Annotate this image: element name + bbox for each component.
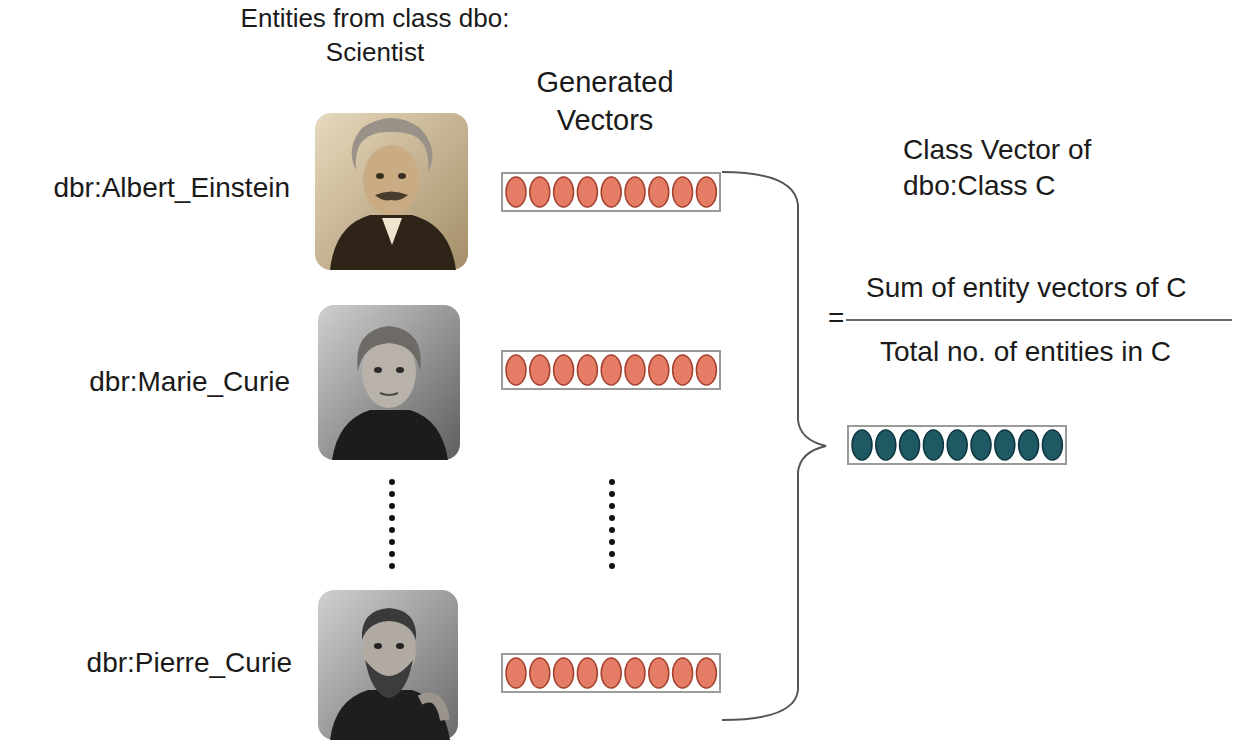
vector-cell: [625, 355, 645, 385]
ellipsis-dots: [389, 479, 615, 569]
entity-label: dbr:Marie_Curie: [89, 364, 290, 400]
vector-bars: [502, 173, 1066, 692]
portrait-marie-curie: [318, 305, 460, 460]
vector-cell: [577, 658, 597, 688]
vector-cell: [995, 430, 1015, 460]
portrait-pierre-curie: [318, 590, 458, 740]
vector-cell: [577, 177, 597, 207]
vector-cell: [673, 355, 693, 385]
vector-cell: [530, 658, 550, 688]
vector-cell: [1042, 430, 1062, 460]
vector-cell: [852, 430, 872, 460]
vector-cell: [625, 177, 645, 207]
vector-bar: [502, 351, 720, 389]
vector-bar: [848, 426, 1066, 464]
vector-cell: [601, 658, 621, 688]
portrait-einstein: [315, 113, 468, 270]
vector-cell: [554, 658, 574, 688]
vector-cell: [1019, 430, 1039, 460]
vector-cell: [696, 177, 716, 207]
vector-cell: [947, 430, 967, 460]
vector-bar: [502, 654, 720, 692]
class-vector-label: Class Vector of dbo:Class C: [903, 132, 1173, 205]
fraction-denominator: Total no. of entities in C: [880, 334, 1171, 370]
vector-cell: [625, 658, 645, 688]
vector-cell: [506, 355, 526, 385]
vector-cell: [506, 658, 526, 688]
vector-cell: [971, 430, 991, 460]
vector-cell: [530, 355, 550, 385]
vector-cell: [696, 355, 716, 385]
entity-label: dbr:Pierre_Curie: [87, 645, 292, 681]
column-heading: Generated Vectors: [505, 64, 705, 139]
vector-cell: [554, 355, 574, 385]
vector-cell: [876, 430, 896, 460]
vector-bar: [502, 173, 720, 211]
vector-cell: [554, 177, 574, 207]
vector-cell: [577, 355, 597, 385]
vector-cell: [673, 177, 693, 207]
curly-bracket: [722, 172, 826, 720]
vector-cell: [601, 177, 621, 207]
vector-cell: [673, 658, 693, 688]
fraction-numerator: Sum of entity vectors of C: [866, 270, 1187, 306]
vector-cell: [649, 658, 669, 688]
entity-label: dbr:Albert_Einstein: [53, 170, 290, 206]
vector-cell: [530, 177, 550, 207]
column-heading: Entities from class dbo: Scientist: [235, 2, 515, 70]
vector-cell: [900, 430, 920, 460]
vector-cell: [649, 177, 669, 207]
vector-cell: [923, 430, 943, 460]
vector-cell: [649, 355, 669, 385]
vector-cell: [696, 658, 716, 688]
vector-cell: [506, 177, 526, 207]
fraction-line: [846, 319, 1232, 321]
equals-sign: =: [828, 300, 844, 336]
vector-cell: [601, 355, 621, 385]
